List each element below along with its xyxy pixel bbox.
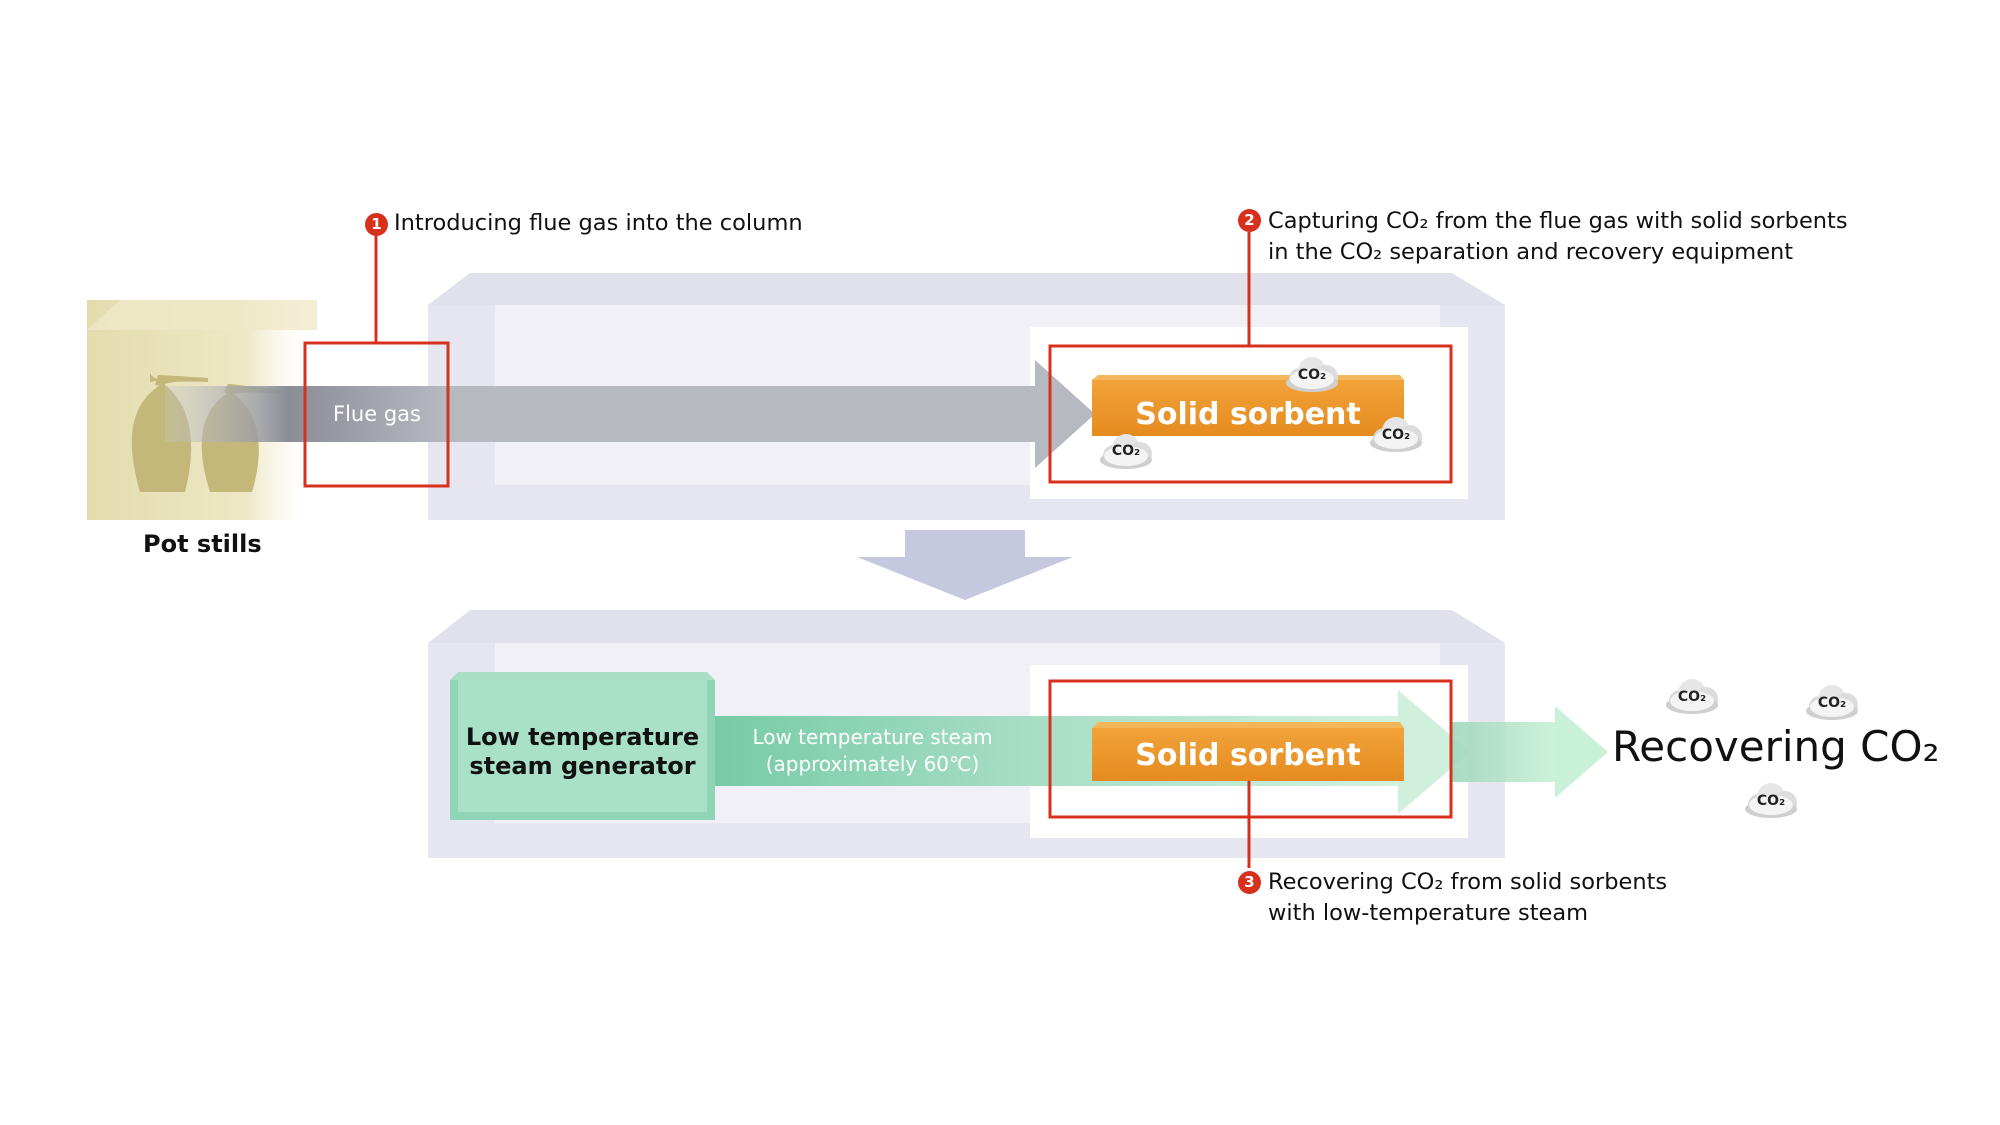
co2-cloud-label: CO₂ [1756,793,1786,809]
step-3-badge: 3 [1238,871,1261,894]
down-arrow [857,530,1073,600]
recovering-co2-label: Recovering CO₂ [1612,722,1940,771]
highlight-frames [303,232,1453,868]
step-2-badge: 2 [1238,209,1261,232]
co2-cloud-label: CO₂ [1677,689,1707,705]
co2-cloud-label: CO₂ [1297,367,1327,383]
solid-sorbent-bottom-bar [1092,722,1404,781]
recovery-arrow [1450,706,1608,798]
step-3-text-line2: with low-temperature steam [1268,900,1589,926]
steam-generator-label-line2: steam generator [469,752,696,780]
step-1-badge: 1 [365,213,388,236]
steam-generator-box [450,672,715,820]
step-2-text-line2: in the CO₂ separation and recovery equip… [1268,239,1794,265]
co2-cloud-label: CO₂ [1817,695,1847,711]
flue-gas-label: Flue gas [333,402,421,426]
step-3-text-line1: Recovering CO₂ from solid sorbents [1268,869,1668,895]
steam-label-line2: (approximately 60℃) [765,752,980,776]
step-1-text: Introducing flue gas into the column [394,210,803,236]
steam-generator-label-line1: Low temperature [465,723,700,751]
co2-cloud-label: CO₂ [1381,427,1411,443]
co2-cloud-label: CO₂ [1111,443,1141,459]
pot-stills-label: Pot stills [143,530,262,558]
pot-stills-box-top [87,300,317,330]
steam-label-line1: Low temperature steam [752,725,993,749]
step-2-text-line1: Capturing CO₂ from the flue gas with sol… [1268,208,1848,234]
solid-sorbent-bottom-label: Solid sorbent [1135,738,1361,773]
solid-sorbent-top-label: Solid sorbent [1135,397,1361,432]
